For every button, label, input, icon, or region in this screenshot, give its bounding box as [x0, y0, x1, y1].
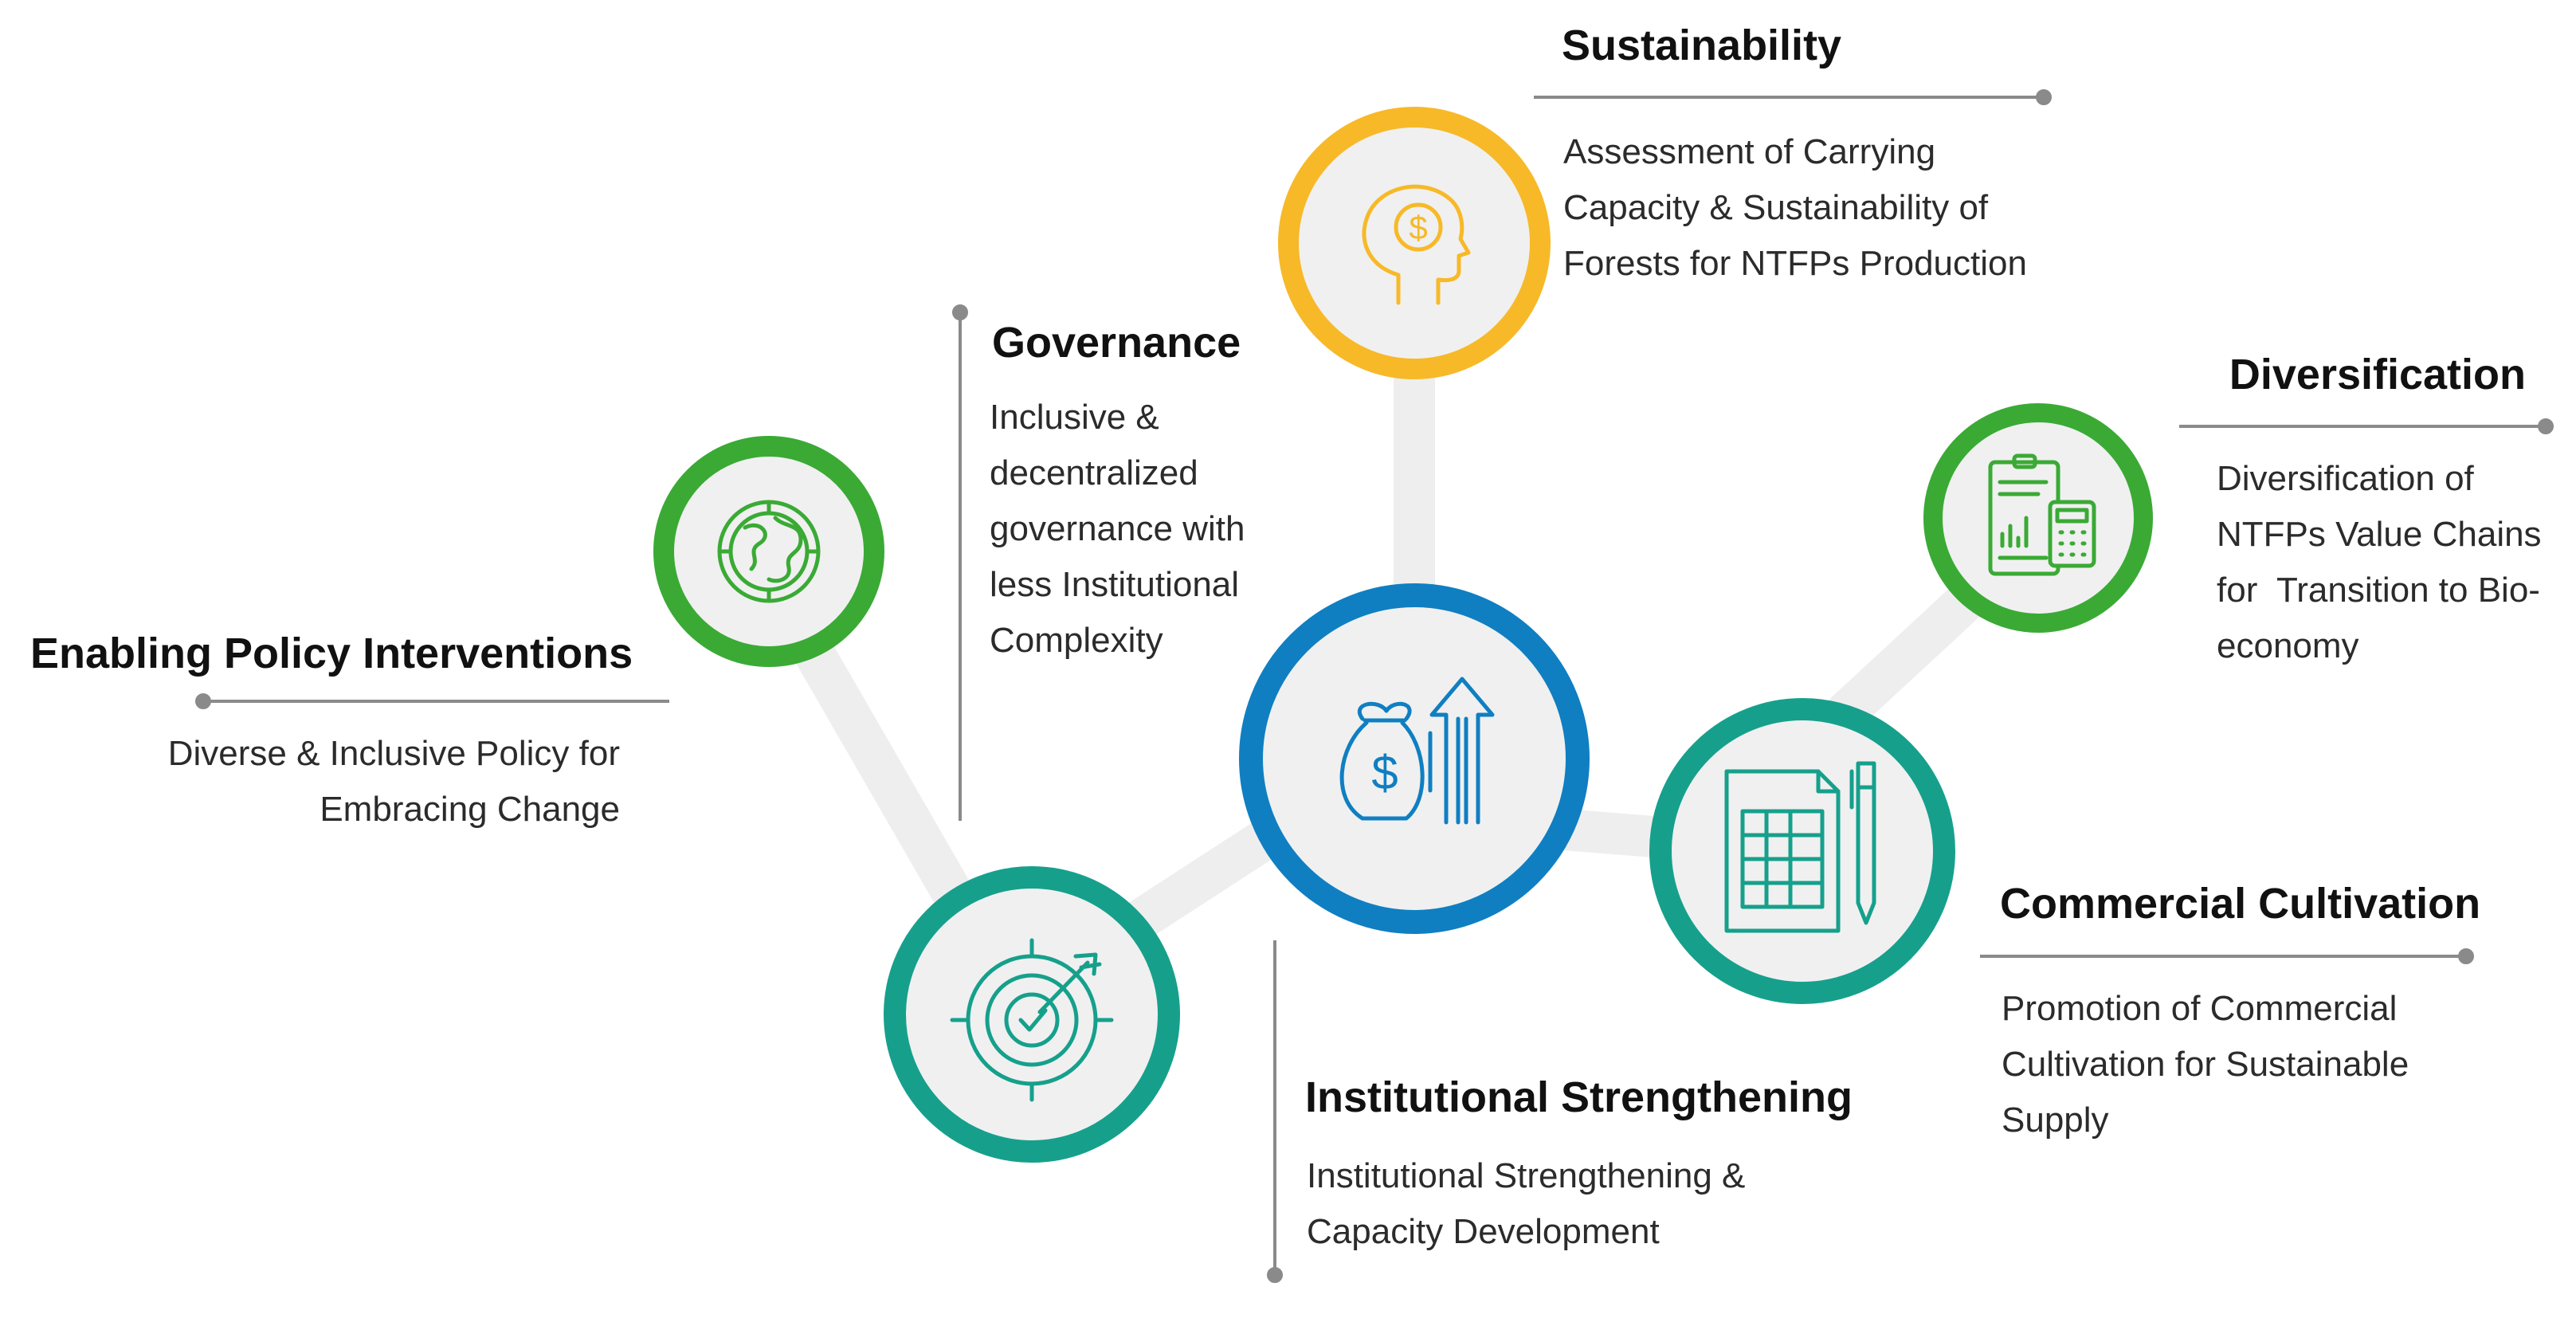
- sustainability-desc-line-3: Forests for NTFPs Production: [1563, 244, 2027, 283]
- node-center-ring: [1239, 583, 1590, 934]
- leader-dot-sustainability: [2036, 89, 2052, 105]
- node-commercial-ring: [1649, 698, 1955, 1004]
- commercial-desc-line-2: Cultivation for Sustainable: [2002, 1045, 2409, 1084]
- target-check-icon: [950, 938, 1114, 1102]
- sustainability-desc-line-1: Assessment of Carrying: [1563, 132, 1935, 171]
- svg-text:$: $: [1409, 209, 1427, 246]
- node-center: $: [1239, 583, 1590, 934]
- governance-desc-line-1: Inclusive &: [990, 398, 1159, 437]
- governance-desc-line-2: decentralized: [990, 453, 1198, 492]
- institutional-desc-line-1: Institutional Strengthening &: [1307, 1156, 1745, 1195]
- svg-text:$: $: [1371, 746, 1398, 799]
- label-institutional: Institutional Strengthening Institutiona…: [1305, 1073, 1853, 1251]
- node-commercial: [1649, 698, 1955, 1004]
- diversification-desc-line-2: NTFPs Value Chains: [2217, 515, 2542, 554]
- enabling-policy-desc-line-1: Diverse & Inclusive Policy for: [168, 734, 620, 773]
- commercial-title: Commercial Cultivation: [2000, 880, 2480, 928]
- spreadsheet-pen-icon: [1724, 761, 1876, 933]
- label-diversification: Diversification Diversification of NTFPs…: [2217, 351, 2542, 665]
- institutional-desc-line-2: Capacity Development: [1307, 1212, 1660, 1251]
- label-sustainability: Sustainability Assessment of Carrying Ca…: [1562, 22, 2027, 283]
- node-sustainability: $: [1278, 107, 1551, 379]
- leader-dot-institutional: [1267, 1267, 1283, 1283]
- diversification-title: Diversification: [2229, 351, 2526, 398]
- sustainability-desc-line-2: Capacity & Sustainability of: [1563, 188, 1989, 227]
- node-globe-ring: [653, 436, 884, 667]
- diversification-desc-line-3: for Transition to Bio-: [2217, 571, 2540, 610]
- commercial-desc-line-1: Promotion of Commercial: [2002, 989, 2397, 1028]
- node-globe: [653, 436, 884, 667]
- enabling-policy-desc-line-2: Embracing Change: [320, 790, 620, 829]
- leader-dot-diversification: [2538, 418, 2554, 434]
- label-commercial: Commercial Cultivation Promotion of Comm…: [2000, 880, 2480, 1140]
- label-enabling-policy: Enabling Policy Interventions Diverse & …: [30, 630, 633, 829]
- report-calculator-icon: [1988, 453, 2096, 576]
- governance-desc-line-3: governance with: [990, 509, 1245, 548]
- node-diversification-ring: [1923, 403, 2153, 633]
- governance-desc-line-4: less Institutional: [990, 565, 1239, 604]
- commercial-desc-line-3: Supply: [2002, 1100, 2109, 1140]
- diversification-desc-line-1: Diversification of: [2217, 459, 2475, 498]
- diversification-desc-line-4: economy: [2217, 626, 2359, 665]
- sustainability-title: Sustainability: [1562, 22, 1841, 69]
- institutional-title: Institutional Strengthening: [1305, 1073, 1853, 1121]
- enabling-policy-title: Enabling Policy Interventions: [30, 630, 633, 677]
- leader-dot-governance: [952, 304, 968, 320]
- globe-icon: [717, 500, 821, 603]
- governance-title: Governance: [992, 319, 1241, 367]
- node-target-ring: [884, 866, 1180, 1163]
- governance-desc-line-5: Complexity: [990, 621, 1163, 660]
- money-bag-growth-icon: $: [1339, 677, 1495, 825]
- leader-lines: [195, 89, 2554, 1283]
- leader-dot-commercial: [2458, 948, 2474, 964]
- head-dollar-icon: $: [1362, 184, 1471, 305]
- node-diversification: [1923, 403, 2153, 633]
- node-sustainability-ring: [1278, 107, 1551, 379]
- label-governance: Governance Inclusive & decentralized gov…: [990, 319, 1245, 660]
- node-target: [884, 866, 1180, 1163]
- leader-dot-enabling-policy: [195, 693, 211, 709]
